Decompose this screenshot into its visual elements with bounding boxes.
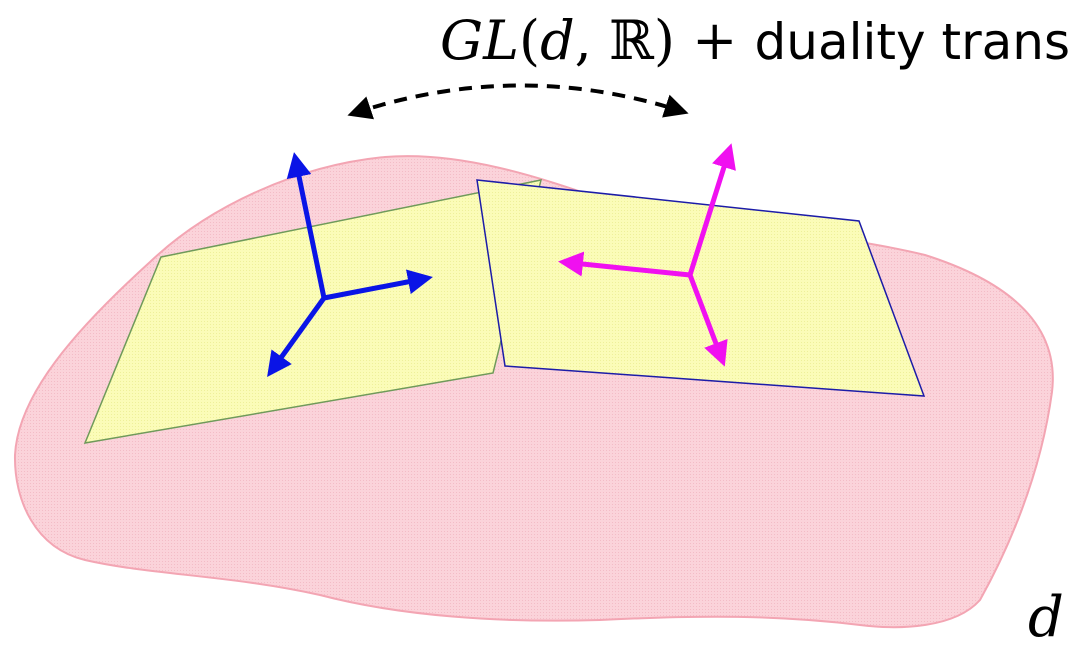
duality-transformation-arrow (347, 83, 689, 120)
right-frame-arrow-down (687, 274, 728, 367)
right-frame-arrows (558, 143, 736, 367)
diagram-canvas (13, 83, 1054, 629)
left-frame-arrow-right (323, 269, 433, 301)
manifold-dimension-label: d (1028, 585, 1064, 650)
group-symbol: GL (440, 9, 519, 72)
left-frame-arrow-down-left (267, 296, 327, 378)
left-frame-arrows (267, 152, 433, 378)
transformation-caption: GL(d, ℝ) + duality transf. (440, 6, 1068, 77)
dimension-symbol: d (540, 9, 575, 72)
right-frame-arrow-up (687, 143, 736, 276)
plus-sign: + (674, 9, 755, 72)
close-paren: ) (653, 9, 675, 72)
left-frame-arrow-up (286, 152, 327, 299)
caption-text: duality transf. (754, 13, 1068, 71)
open-paren: ( (519, 9, 541, 72)
right-tangent-plane (476, 179, 926, 397)
field-symbol: ℝ (609, 9, 654, 72)
right-frame-arrow-left (558, 251, 691, 278)
separator: , (574, 9, 609, 72)
